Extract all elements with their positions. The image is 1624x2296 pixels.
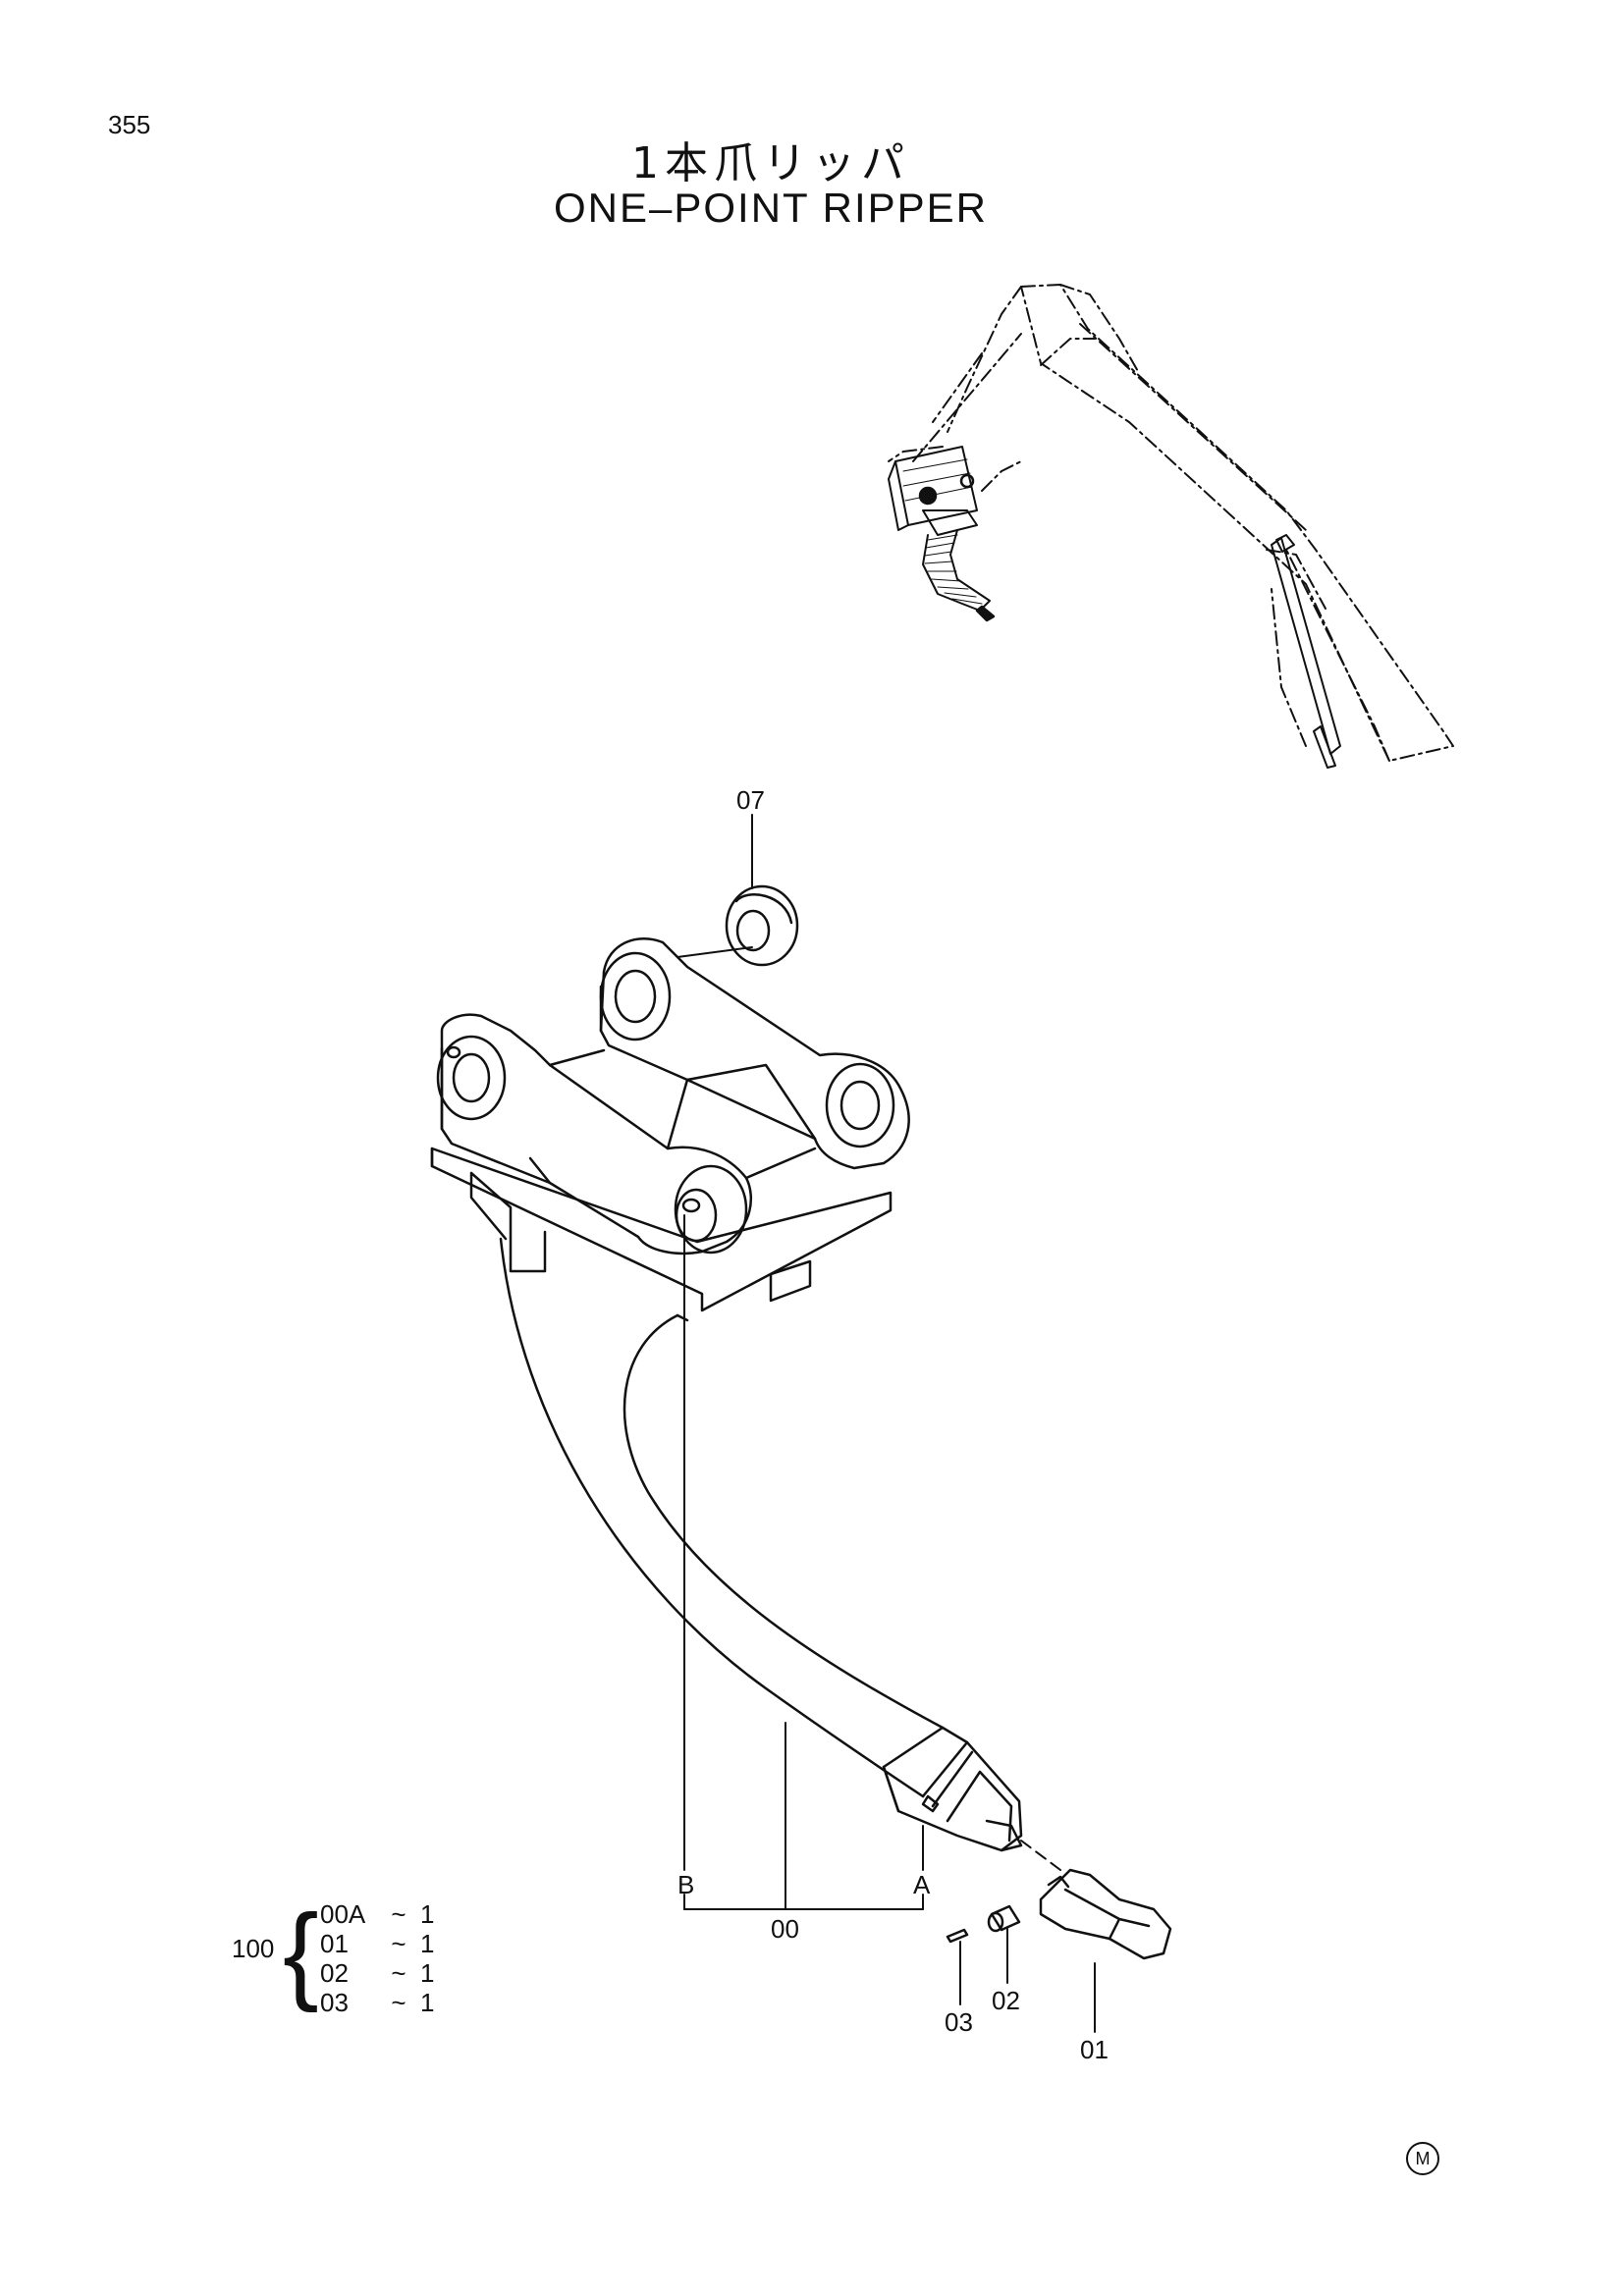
page-title-japanese: 1本爪リッパ [631,138,910,188]
callout-01: 01 [1080,2035,1109,2064]
assembly-item-sep: ~ [391,1958,406,1988]
ripper-shank-assembly [430,937,1023,1852]
assembly-item: 00A ~1 [320,1899,434,1930]
ripper-shank-hatching [902,458,983,605]
leader-lines [677,814,1096,2033]
tooth-part-01 [1039,1868,1172,1960]
page-title-english: ONE–POINT RIPPER [554,185,988,231]
callout-B: B [677,1870,695,1899]
assembly-axis-line [1020,1840,1061,1871]
assembly-item-qty: 1 [420,1929,435,1958]
assembly-brace: { [283,1893,319,2013]
assembly-label: 100 [232,1934,275,1963]
assembly-item-part: 03 [320,1988,349,2017]
assembly-item-qty: 1 [420,1988,435,2017]
assembly-item-sep: ~ [391,1929,406,1958]
assembly-item-part: 02 [320,1958,349,1988]
page-number: 355 [108,110,151,139]
assembly-item: 01 ~1 [320,1929,434,1959]
assembly-item: 03 ~1 [320,1988,434,2018]
assembly-item-sep: ~ [391,1899,406,1929]
assembly-item-qty: 1 [420,1958,435,1988]
assembly-item-part: 00A [320,1899,366,1929]
callout-03: 03 [945,2007,973,2037]
callout-A: A [913,1870,931,1899]
callout-07: 07 [736,785,765,815]
lock-part-03 [946,1928,969,1944]
assembly-item-part: 01 [320,1929,349,1958]
washer-part-07 [725,884,799,967]
excavator-arm-overview [888,284,1454,769]
circled-m-mark: M [1406,2142,1439,2175]
pin-part-02 [987,1904,1021,1933]
callout-00: 00 [771,1914,799,1944]
callout-02: 02 [992,1986,1020,2015]
assembly-item-qty: 1 [420,1899,435,1929]
assembly-item-sep: ~ [391,1988,406,2017]
assembly-item: 02 ~1 [320,1958,434,1989]
